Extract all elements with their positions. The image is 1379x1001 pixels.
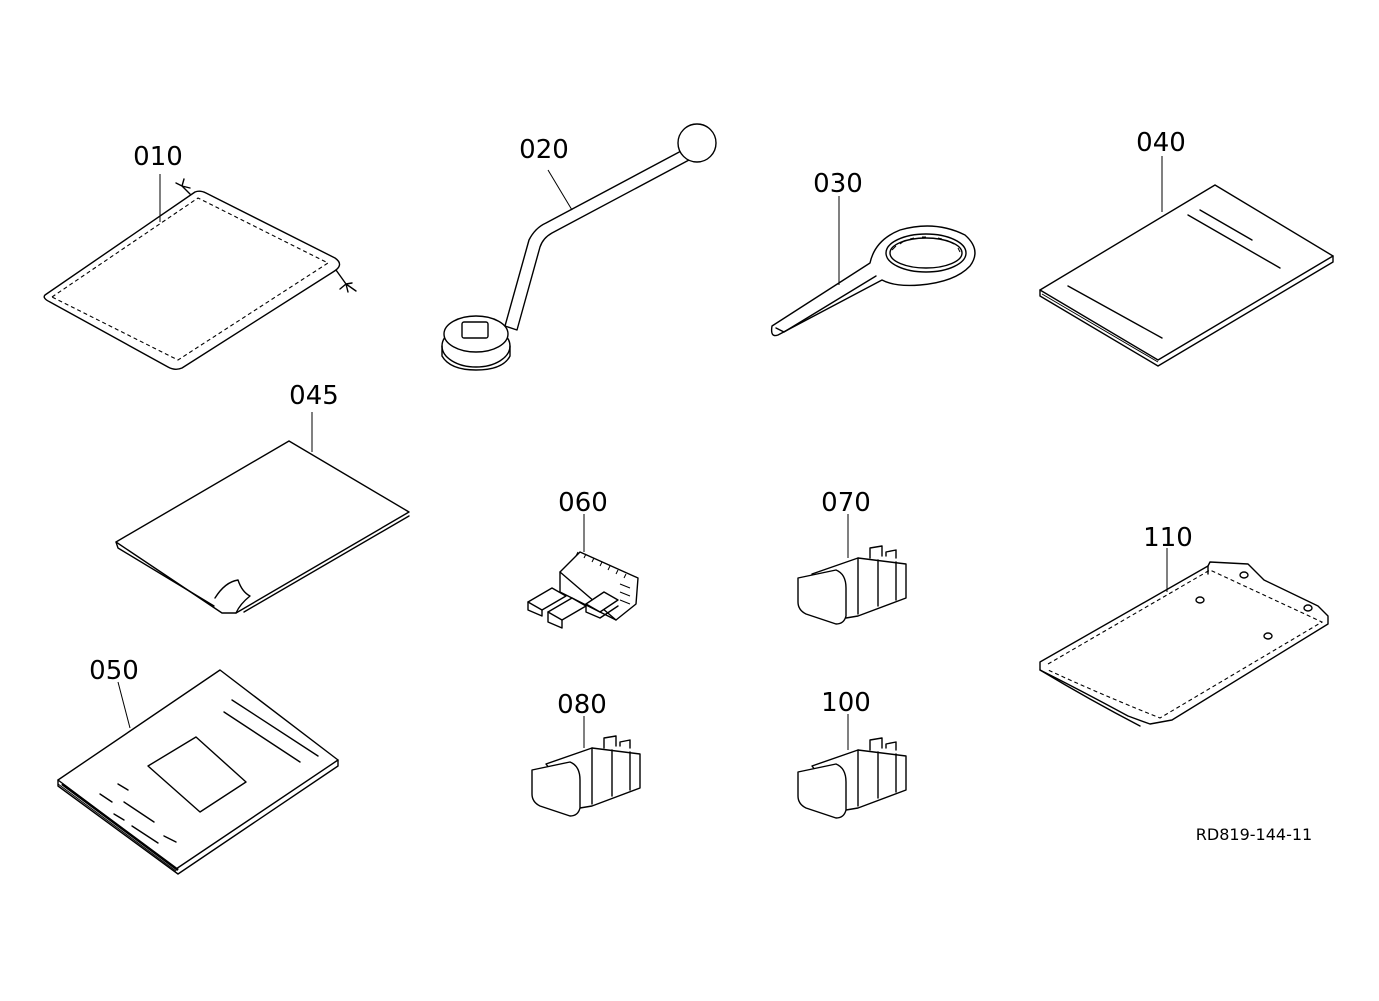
part-number-060: 060 bbox=[558, 488, 608, 518]
document-booklet-icon bbox=[57, 669, 339, 875]
part-number-040: 040 bbox=[1136, 128, 1186, 158]
part-number-010: 010 bbox=[133, 142, 183, 172]
part-number-045: 045 bbox=[289, 381, 339, 411]
part-060: 060 bbox=[527, 488, 639, 629]
part-020: 020 bbox=[441, 123, 717, 371]
part-070: 070 bbox=[797, 488, 907, 625]
part-100: 100 bbox=[797, 688, 907, 819]
part-number-020: 020 bbox=[519, 135, 569, 165]
part-number-050: 050 bbox=[89, 656, 139, 686]
fuse-icon bbox=[797, 737, 907, 819]
part-030: 030 bbox=[770, 169, 976, 337]
filter-wrench-icon bbox=[770, 225, 976, 337]
part-number-080: 080 bbox=[557, 690, 607, 720]
label-sheet-icon bbox=[115, 440, 410, 614]
pouch-icon bbox=[43, 178, 357, 370]
fuse-icon bbox=[531, 735, 641, 817]
part-number-110: 110 bbox=[1143, 523, 1193, 553]
part-045: 045 bbox=[115, 381, 410, 614]
cover-plate-icon bbox=[1039, 561, 1329, 727]
fuse-connector-icon bbox=[527, 551, 639, 629]
fuse-icon bbox=[797, 545, 907, 625]
part-number-100: 100 bbox=[821, 688, 871, 718]
part-010: 010 bbox=[43, 142, 357, 370]
manual-booklet-icon bbox=[1039, 184, 1334, 367]
part-050: 050 bbox=[57, 656, 339, 875]
reference-code: RD819-144-11 bbox=[1196, 825, 1312, 844]
part-110: 110 bbox=[1039, 523, 1329, 727]
part-080: 080 bbox=[531, 690, 641, 817]
part-number-030: 030 bbox=[813, 169, 863, 199]
lever-wrench-icon bbox=[441, 123, 717, 371]
part-number-070: 070 bbox=[821, 488, 871, 518]
part-040: 040 bbox=[1039, 128, 1334, 367]
